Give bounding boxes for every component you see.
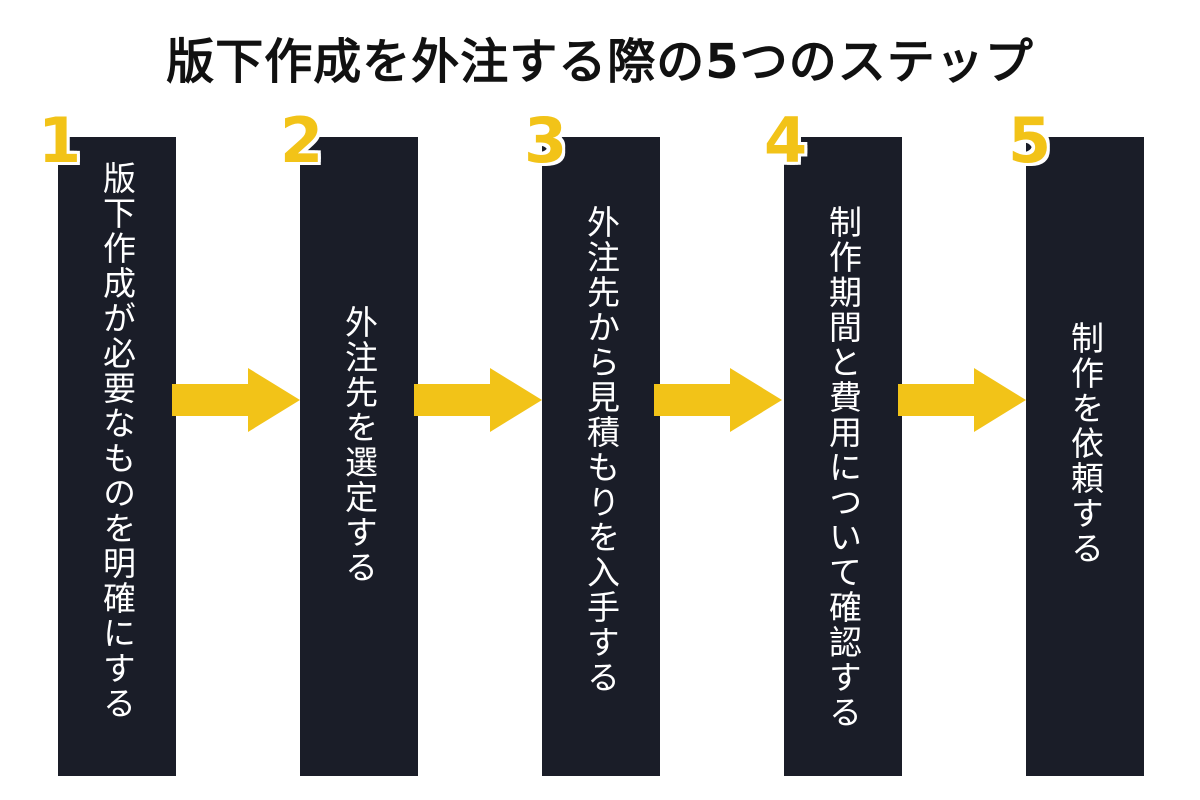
- step-3-column: 外注先から見積もりを入手する: [542, 137, 660, 776]
- step-2-number: 2: [280, 104, 324, 177]
- step-5-text: 制作を依頼する: [1065, 321, 1105, 566]
- step-4-text: 制作期間と費用について確認する: [823, 205, 863, 730]
- step-5-number: 5: [1008, 104, 1052, 177]
- step-1-text: 版下作成が必要なものを明確にする: [97, 161, 137, 721]
- step-1-number: 1: [38, 104, 82, 177]
- step-1-column: 版下作成が必要なものを明確にする: [58, 137, 176, 776]
- arrow-right-icon: [654, 368, 782, 432]
- step-2-column: 外注先を選定する: [300, 137, 418, 776]
- page-title: 版下作成を外注する際の5つのステップ: [166, 34, 1034, 90]
- arrow-right-icon: [172, 368, 300, 432]
- step-4-column: 制作期間と費用について確認する: [784, 137, 902, 776]
- step-2-text: 外注先を選定する: [339, 305, 379, 585]
- arrow-right-icon: [414, 368, 542, 432]
- step-3-text: 外注先から見積もりを入手する: [581, 205, 621, 695]
- step-3-number: 3: [524, 104, 568, 177]
- step-4-number: 4: [764, 104, 808, 177]
- arrow-right-icon: [898, 368, 1026, 432]
- step-5-column: 制作を依頼する: [1026, 137, 1144, 776]
